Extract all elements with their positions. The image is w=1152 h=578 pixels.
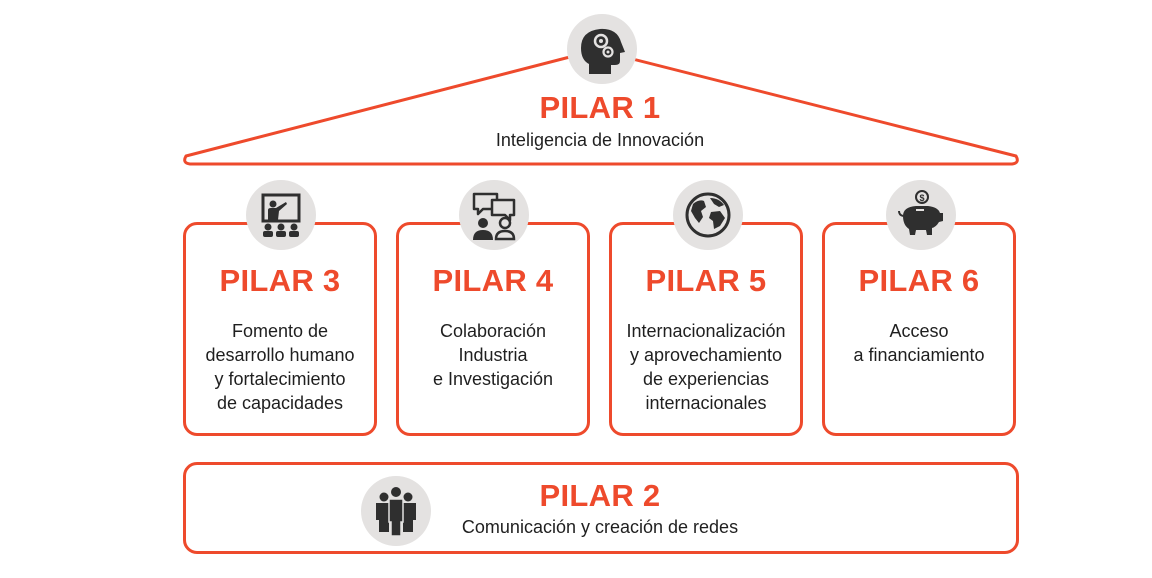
head-gears-icon (567, 14, 637, 84)
globe-icon (673, 180, 743, 250)
pillar-4-card: PILAR 4 Colaboración Industria e Investi… (396, 222, 590, 436)
pillar-4-description: Colaboración Industria e Investigación (403, 319, 583, 391)
pillar-2-base (183, 462, 1019, 554)
pillar-4-line: Industria (458, 345, 528, 365)
pillar-2-description: Comunicación y creación de redes (461, 517, 739, 537)
pillar-3-line: y fortalecimiento (214, 369, 346, 389)
pillar-3-card: PILAR 3 Fomento de desarrollo humano y f… (183, 222, 377, 436)
pillar-5-line: Internacionalización (626, 321, 786, 341)
svg-text:$: $ (919, 193, 924, 203)
group-icon (361, 476, 431, 546)
pillar-5-title: PILAR 5 (645, 263, 767, 298)
conversation-icon (459, 180, 529, 250)
pillar-3-line: de capacidades (216, 393, 344, 413)
piggy-bank-icon: $ (886, 180, 956, 250)
pillar-6-description: Acceso a financiamiento (829, 319, 1009, 367)
pillar-4-line: e Investigación (432, 369, 554, 389)
pillar-4-title: PILAR 4 (432, 263, 554, 298)
pillar-3-line: desarrollo humano (205, 345, 355, 365)
pillar-3-title: PILAR 3 (219, 263, 341, 298)
pillar-1-description: Inteligencia de Innovación (495, 130, 705, 150)
pillar-6-line: Acceso (889, 321, 949, 341)
pillar-6-title: PILAR 6 (858, 263, 980, 298)
pillar-6-card: PILAR 6 Acceso a financiamiento (822, 222, 1016, 436)
pillar-3-description: Fomento de desarrollo humano y fortaleci… (190, 319, 370, 415)
pillar-6-line: a financiamiento (853, 345, 985, 365)
pillar-1-title: PILAR 1 (539, 90, 661, 125)
pillar-5-description: Internacionalización y aprovechamiento d… (616, 319, 796, 415)
pillar-5-line: internacionales (645, 393, 767, 413)
pillar-5-line: y aprovechamiento (629, 345, 783, 365)
pillar-3-line: Fomento de (231, 321, 329, 341)
presentation-icon (246, 180, 316, 250)
pillar-4-line: Colaboración (439, 321, 547, 341)
pillar-5-line: de experiencias (642, 369, 770, 389)
pillar-5-card: PILAR 5 Internacionalización y aprovecha… (609, 222, 803, 436)
pillar-2-title: PILAR 2 (539, 478, 661, 513)
